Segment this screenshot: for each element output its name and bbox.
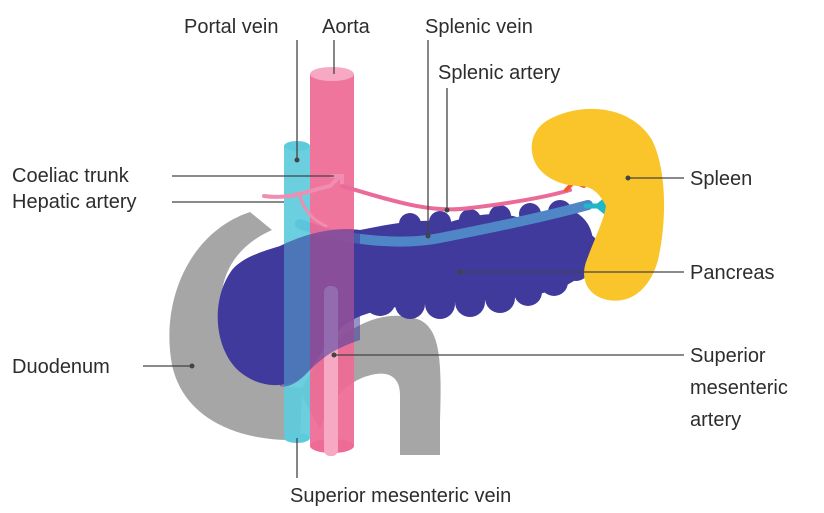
- pancreas-dot: [458, 270, 463, 275]
- splenic-vein-dot: [426, 234, 431, 239]
- coeliac-trunk-label: Coeliac trunk: [12, 165, 130, 187]
- splenic-vein-label: Splenic vein: [425, 16, 533, 38]
- portal-vein-label: Portal vein: [184, 16, 279, 38]
- pancreas-lobule: [485, 283, 515, 313]
- duodenum-dot: [190, 364, 195, 369]
- pancreas-lobule: [514, 278, 542, 306]
- pancreas-lobule: [455, 287, 485, 317]
- sma-label-line3: artery: [690, 409, 741, 431]
- sma-label-line1: Superior: [690, 345, 766, 367]
- pancreas-lobule: [429, 211, 451, 233]
- hepatic-artery-label: Hepatic artery: [12, 191, 137, 213]
- pancreas-lobule: [395, 289, 425, 319]
- pancreas-lobule: [364, 284, 396, 316]
- splenic-artery-label: Splenic artery: [438, 62, 560, 84]
- aorta-label: Aorta: [322, 16, 371, 38]
- duodenum-label: Duodenum: [12, 356, 110, 378]
- splenic-artery-dot: [445, 208, 450, 213]
- pancreas-lobule: [399, 213, 421, 235]
- sma-label-line2: mesenteric: [690, 377, 788, 399]
- pancreas-lobule: [425, 289, 455, 319]
- sma-dot: [332, 353, 337, 358]
- pancreas-label: Pancreas: [690, 262, 775, 284]
- spleen-dot: [626, 176, 631, 181]
- superior-mesenteric-vein-label: Superior mesenteric vein: [290, 485, 511, 507]
- portal-vein-dot: [295, 158, 300, 163]
- spleen-label: Spleen: [690, 168, 752, 190]
